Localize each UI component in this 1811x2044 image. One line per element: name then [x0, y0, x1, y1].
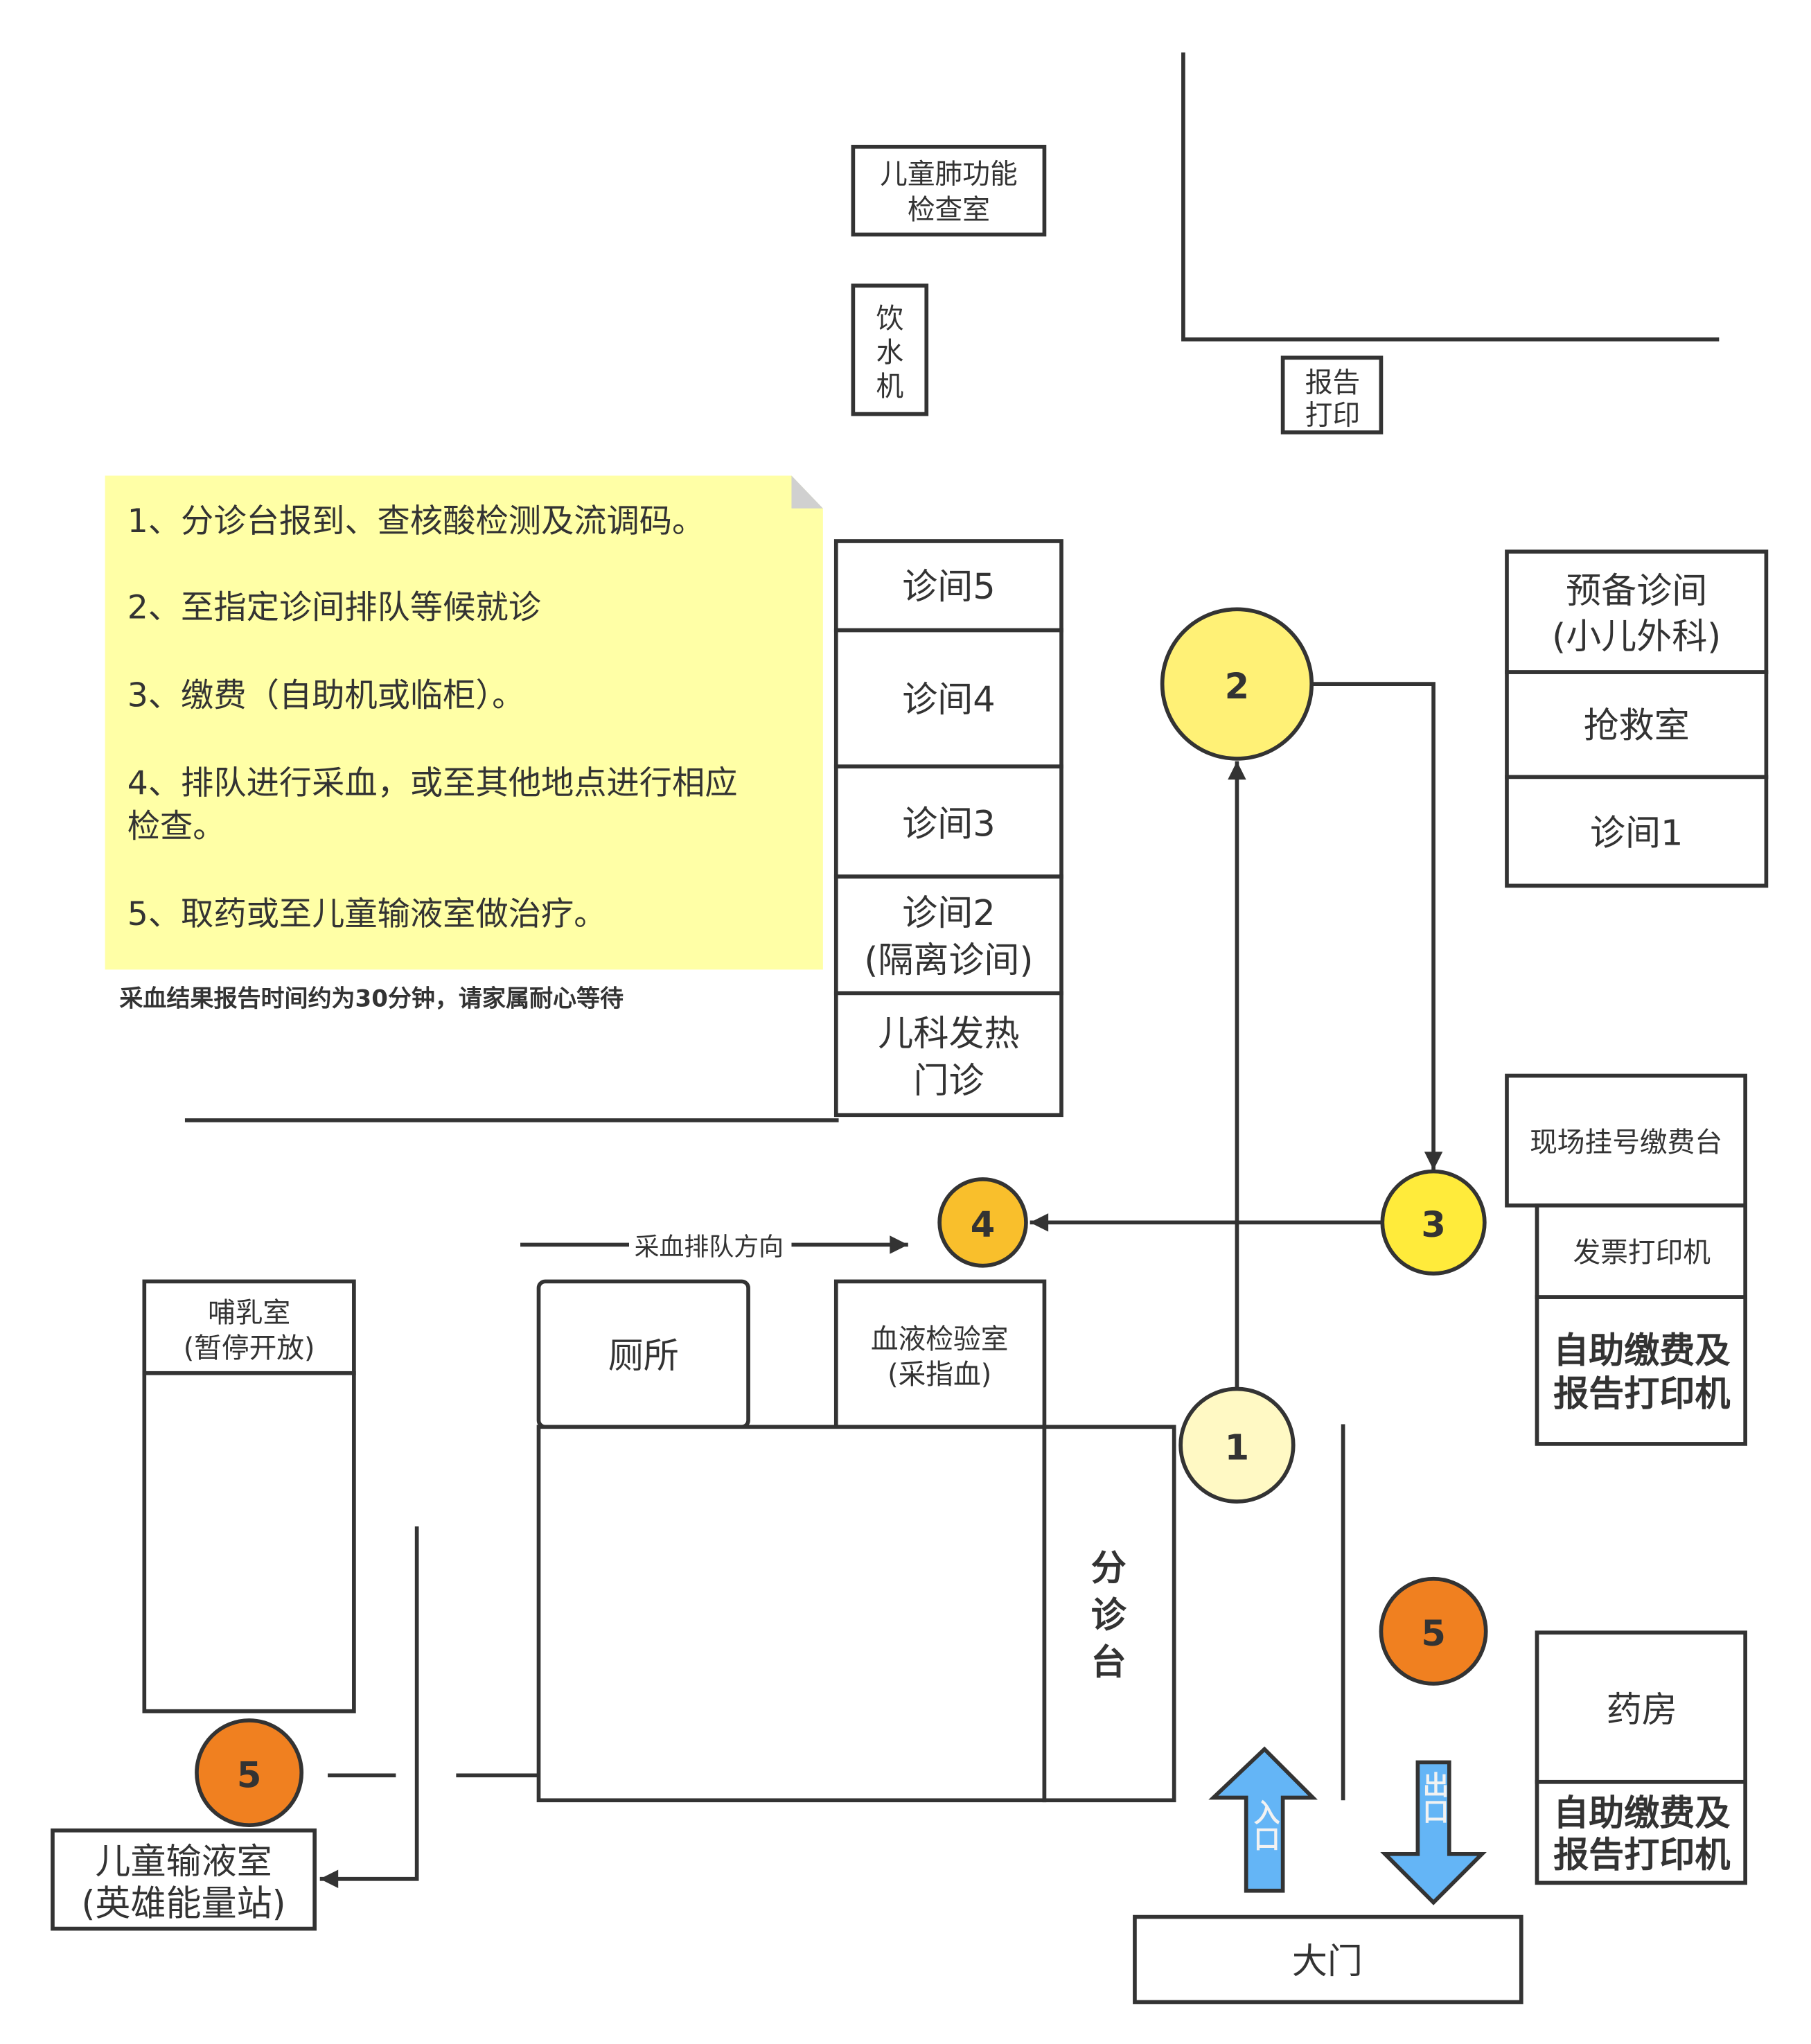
sticky-note: 1、分诊台报到、查核酸检测及流调码。 2、至指定诊间排队等候就诊 3、缴费（自助… — [105, 475, 823, 970]
room-label: 台 — [1091, 1643, 1127, 1684]
room-label: 诊 — [1091, 1596, 1127, 1637]
step-number: 3 — [1421, 1205, 1446, 1246]
nursing-room: 哺乳室 (暂停开放) — [142, 1279, 356, 1713]
room-label: 儿童输液室 — [95, 1842, 272, 1883]
self-pay-kiosk: 报告打印机 — [1553, 1374, 1730, 1415]
reserve-room: (小儿外科) — [1552, 617, 1721, 658]
note-line: 检查。 — [127, 807, 226, 845]
note-line: 3、缴费（自助机或临柜）。 — [127, 676, 525, 714]
room-label: 饮 — [876, 303, 903, 335]
room-label: 检查室 — [908, 194, 990, 226]
room-label: 报告 — [1305, 367, 1360, 398]
wall — [1181, 52, 1720, 342]
invoice-printer: 发票打印机 — [1573, 1237, 1711, 1269]
room-3: 诊间3 — [902, 804, 996, 845]
room-label: (暂停开放) — [184, 1332, 315, 1364]
self-pay-kiosk: 报告打印机 — [1553, 1835, 1730, 1876]
register-desk: 现场挂号缴费台 — [1530, 1127, 1722, 1158]
fever-clinic: 门诊 — [913, 1061, 984, 1102]
step-2: 2 — [1160, 607, 1314, 761]
reserve-room: 预备诊间 — [1566, 571, 1707, 612]
step-5-pharmacy: 5 — [1379, 1576, 1488, 1686]
room-2: 诊间2 — [902, 893, 996, 934]
exit-label: 出口 — [1418, 1772, 1449, 1824]
report-print: 报告 打印 — [1280, 355, 1384, 434]
room-label: 儿童肺功能 — [880, 159, 1018, 191]
main-gate: 大门 — [1133, 1914, 1523, 2005]
fever-clinic: 儿科发热 — [878, 1014, 1019, 1055]
step-number: 5 — [1421, 1614, 1446, 1655]
note-footer: 采血结果报告时间约为30分钟，请家属耐心等待 — [119, 985, 624, 1012]
step-number: 5 — [237, 1755, 262, 1796]
room-5: 诊间5 — [902, 567, 996, 608]
room-4: 诊间4 — [902, 680, 996, 721]
blood-lab: 血液检验室 (采指血) — [833, 1279, 1047, 1429]
room-label: 血液检验室 — [871, 1323, 1009, 1355]
note-line: 1、分诊台报到、查核酸检测及流调码。 — [127, 502, 705, 540]
room-label: 大门 — [1292, 1941, 1363, 1982]
room-2-note: (隔离诊间) — [864, 940, 1033, 981]
room-label: (采指血) — [887, 1359, 991, 1391]
step-number: 1 — [1225, 1428, 1250, 1469]
rescue-room: 抢救室 — [1584, 706, 1690, 747]
room-label: 打印 — [1305, 400, 1360, 432]
room-label: 厕所 — [608, 1336, 679, 1377]
self-pay-kiosk: 自助缴费及 — [1553, 1331, 1730, 1372]
step-5-infusion: 5 — [195, 1718, 304, 1828]
toilet: 厕所 — [536, 1279, 750, 1429]
entrance-label: 入口 — [1249, 1799, 1280, 1851]
room-1: 诊间1 — [1590, 813, 1684, 854]
flow-2-to-3 — [1311, 682, 1443, 1170]
room-label: 哺乳室 — [208, 1297, 290, 1329]
note-line: 4、排队进行采血，或至其他地点进行相应 — [127, 764, 738, 802]
self-pay-kiosk: 自助缴费及 — [1553, 1793, 1730, 1834]
blood-queue-label: 采血排队方向 — [635, 1233, 784, 1262]
infusion-room: 儿童输液室 (英雄能量站) — [51, 1828, 317, 1931]
flow-to-infusion — [319, 1526, 419, 1888]
note-line: 2、至指定诊间排队等候就诊 — [127, 589, 541, 627]
room-label: 分 — [1091, 1549, 1127, 1589]
entrance-arrow: 入口 — [1208, 1746, 1318, 1893]
step-3: 3 — [1380, 1169, 1487, 1276]
step-number: 2 — [1225, 667, 1250, 707]
water-dispenser: 饮 水 机 — [851, 283, 929, 416]
room-label: 机 — [876, 371, 903, 403]
triage-desk: 分 诊 台 — [1042, 1425, 1176, 1803]
hall-block — [536, 1425, 1047, 1803]
room-label: 水 — [876, 337, 903, 369]
step-number: 4 — [971, 1205, 996, 1246]
room-label: 药房 — [1607, 1690, 1677, 1731]
lung-test-room: 儿童肺功能 检查室 — [851, 144, 1047, 237]
exit-arrow: 出口 — [1380, 1760, 1487, 1905]
step-4: 4 — [937, 1177, 1028, 1268]
room-label: (英雄能量站) — [82, 1884, 286, 1925]
right-rooms: 预备诊间 (小儿外科) 抢救室 诊间1 — [1505, 549, 1769, 888]
note-line: 5、取药或至儿童输液室做治疗。 — [127, 895, 607, 933]
step-1: 1 — [1178, 1386, 1296, 1504]
